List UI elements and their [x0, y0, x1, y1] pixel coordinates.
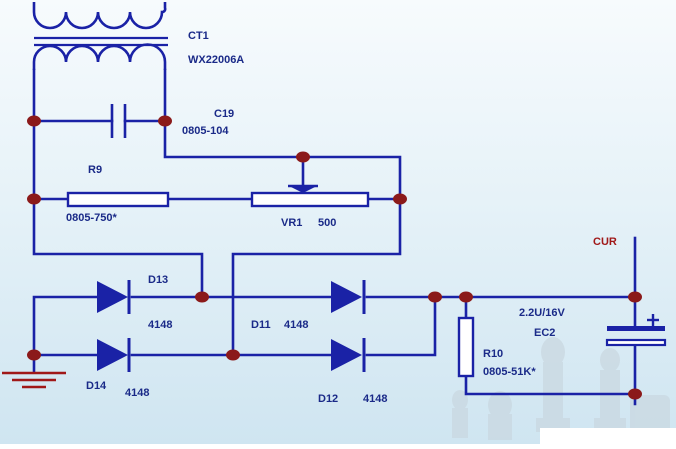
transformer-ct1: [32, 2, 168, 70]
diode-d11: [331, 280, 366, 314]
node: [27, 115, 41, 127]
d12-ref-label: D12: [318, 393, 338, 405]
ct1-part-label: WX22006A: [188, 54, 244, 66]
node: [195, 291, 209, 303]
wire-top-diode-row: [32, 295, 637, 357]
d13-ref-label: D13: [148, 274, 168, 286]
ct1-ref-label: CT1: [188, 30, 209, 42]
node: [628, 388, 642, 400]
d12-value-label: 4148: [363, 393, 387, 405]
ct1-secondary-winding: [32, 43, 167, 70]
c19-ref-label: C19: [214, 108, 234, 120]
node: [27, 349, 41, 361]
node: [158, 115, 172, 127]
d14-ref-label: D14: [86, 380, 107, 392]
diode-d13: [97, 280, 131, 314]
junction-nodes: [27, 115, 642, 400]
labels: CT1 WX22006A C19 0805-104 R9 0805-750* V…: [66, 30, 617, 405]
ec2-ref-label: EC2: [534, 327, 555, 339]
node: [628, 291, 642, 303]
wire-ct1-right-c19: [163, 68, 402, 357]
ec2-value-label: 2.2U/16V: [519, 307, 566, 319]
cur-net-label: CUR: [593, 236, 617, 248]
ground-symbol: [2, 371, 66, 389]
d11-value-label: 4148: [284, 319, 308, 331]
r9-value-label: 0805-750*: [66, 212, 117, 224]
d14-value-label: 4148: [125, 387, 149, 399]
r10-ref-label: R10: [483, 348, 503, 360]
wire-left-vertical: [32, 68, 204, 299]
potentiometer-vr1: [250, 184, 370, 208]
r9-ref-label: R9: [88, 164, 102, 176]
resistor-r9: [66, 191, 170, 208]
ct1-primary-winding: [32, 2, 167, 30]
node: [393, 193, 407, 205]
node: [459, 291, 473, 303]
diode-d14: [97, 338, 131, 372]
node: [27, 193, 41, 205]
capacitor-ec2: [605, 314, 667, 347]
vr1-value-label: 500: [318, 217, 336, 229]
resistor-r10: [457, 316, 475, 378]
d13-value-label: 4148: [148, 319, 172, 331]
background-strip: [540, 428, 676, 444]
diode-d12: [331, 338, 366, 372]
vr1-ref-label: VR1: [281, 217, 302, 229]
node: [226, 349, 240, 361]
node: [296, 151, 310, 163]
capacitor-c19: [110, 104, 127, 138]
node: [428, 291, 442, 303]
d11-ref-label: D11: [251, 319, 271, 331]
r10-value-label: 0805-51K*: [483, 366, 536, 378]
c19-value-label: 0805-104: [182, 125, 229, 137]
